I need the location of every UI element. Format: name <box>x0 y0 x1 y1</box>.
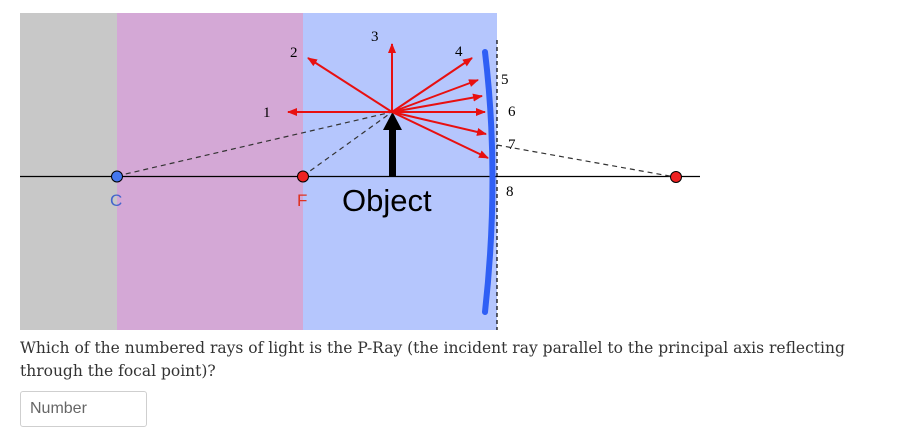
image-point <box>670 171 682 183</box>
ray-8 <box>391 111 489 159</box>
construction-lines <box>116 111 676 178</box>
ray-label-7: 7 <box>508 137 516 153</box>
focal-point <box>297 170 309 183</box>
ray-label-1: 1 <box>263 105 271 121</box>
center-of-curvature-label: C <box>110 191 122 210</box>
ray-2 <box>307 57 393 113</box>
dashed-line-focal-to-object <box>302 111 393 177</box>
answer-number-input[interactable] <box>20 391 147 427</box>
concave-mirror <box>482 49 496 315</box>
region-between-center-and-focal <box>117 13 303 330</box>
ray-label-4: 4 <box>455 44 463 60</box>
ray-labels: 1 2 3 4 5 6 7 8 <box>263 29 516 200</box>
region-beyond-center <box>20 13 117 330</box>
dashed-line-to-image-point <box>496 144 676 178</box>
ray-label-8: 8 <box>506 184 514 200</box>
question-text: Which of the numbered rays of light is t… <box>20 339 845 380</box>
ray-label-5: 5 <box>501 72 509 88</box>
object-label: Object <box>342 183 432 218</box>
ray-6 <box>391 93 483 113</box>
ray-7 <box>391 111 487 136</box>
dashed-line-center-to-object <box>116 111 393 177</box>
ray-label-3: 3 <box>371 29 379 45</box>
object-arrow-head <box>383 112 402 130</box>
numbered-rays <box>287 43 489 159</box>
center-of-curvature-point <box>111 170 123 183</box>
ray-5 <box>391 79 479 113</box>
ray-4 <box>391 57 473 113</box>
ray-label-2: 2 <box>290 45 298 61</box>
mirror-ray-diagram: 1 2 3 4 5 6 7 8 C F Object <box>20 13 700 330</box>
focal-point-label: F <box>297 191 307 210</box>
object-arrow <box>383 112 402 176</box>
ray-label-6: 6 <box>508 104 516 120</box>
